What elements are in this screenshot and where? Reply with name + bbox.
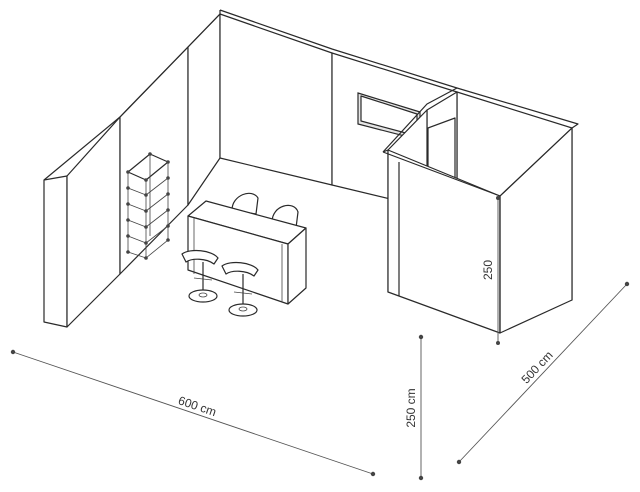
width-label: 600 cm <box>176 393 218 419</box>
width-dimension: 600 cm <box>10 349 376 477</box>
cube-shelf <box>126 152 170 260</box>
storage-cabin: 250 <box>382 87 579 345</box>
bar-counter <box>187 200 307 305</box>
height-dimension: 250 cm <box>404 334 424 481</box>
cabin-height-label: 250 <box>481 260 495 280</box>
depth-label: 500 cm <box>518 348 555 386</box>
bar-stool-right <box>221 261 259 317</box>
height-label: 250 cm <box>404 388 418 427</box>
bar-stool-left <box>181 249 219 303</box>
back-wall <box>219 9 458 216</box>
